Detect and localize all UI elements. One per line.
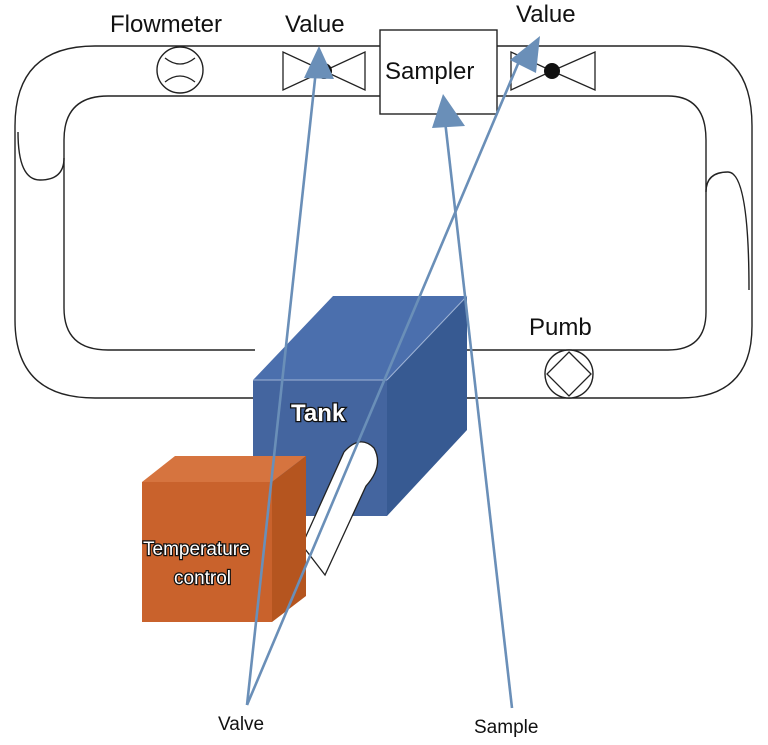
tank <box>253 295 468 577</box>
tank-side-face <box>387 296 467 516</box>
flowmeter-icon <box>164 57 196 83</box>
valve-left-triangle-b <box>322 50 366 92</box>
temp-front-face <box>142 482 272 622</box>
arrowhead-valve-left <box>304 46 334 79</box>
pipe-bend-right <box>705 171 750 291</box>
callout-line-valve-right <box>245 51 525 706</box>
pump-circle <box>544 349 594 399</box>
callout-sample-label: Sample <box>474 717 538 738</box>
valve-right-knob <box>544 63 560 79</box>
pump <box>544 349 594 399</box>
temperature-label-line2: control <box>174 568 231 589</box>
temperature-control <box>142 456 306 622</box>
callout-line-valve-left <box>245 69 318 706</box>
tank-label: Tank <box>291 400 346 427</box>
arrowhead-sample <box>432 94 465 128</box>
pipe-loop <box>14 45 753 399</box>
callout-line-sample <box>442 111 514 709</box>
callout-lines <box>245 36 540 709</box>
valve-right-label: Value <box>516 1 576 28</box>
arrowhead-valve-right <box>510 36 540 73</box>
temperature-label-line1: Temperature <box>143 539 250 560</box>
pipe-bend-left <box>17 131 65 181</box>
tank-hose <box>301 441 379 577</box>
pipe-inner-wall <box>63 95 707 351</box>
pump-diamond-icon <box>546 351 592 397</box>
pipe-outer-wall <box>14 45 753 399</box>
callout-valve-label: Valve <box>218 714 264 735</box>
valve-left-triangle-a <box>282 50 326 92</box>
sampler-label: Sampler <box>385 58 474 85</box>
temp-side-face <box>272 456 306 622</box>
valve-right-triangle-b <box>550 51 596 91</box>
flowmeter-label: Flowmeter <box>110 11 222 38</box>
valve-left-label: Value <box>285 11 345 38</box>
flowmeter <box>156 46 204 94</box>
pump-label: Pumb <box>529 314 592 341</box>
tank-edge-highlight-2 <box>386 295 468 381</box>
sampler-box <box>379 29 498 115</box>
temp-top-face <box>142 456 306 482</box>
flowmeter-circle <box>156 46 204 94</box>
tank-top-face <box>253 296 467 380</box>
